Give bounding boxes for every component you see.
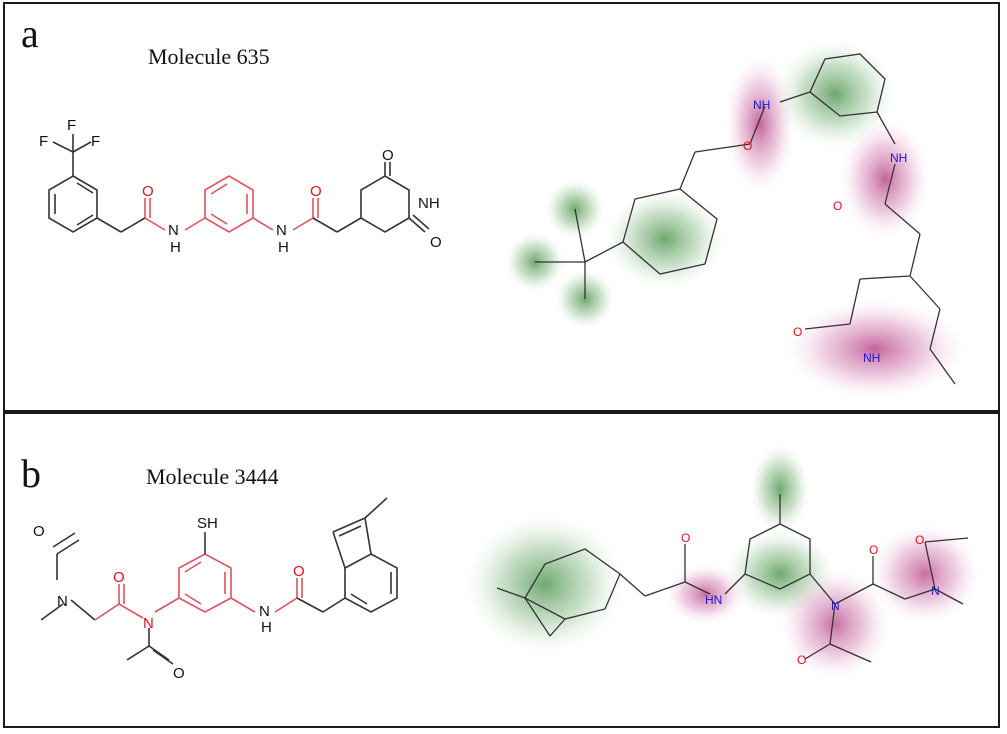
structure-2d-labels: SH O N O N O O N H <box>33 515 305 682</box>
atom-label: O <box>173 665 185 682</box>
structure-2d <box>48 134 430 233</box>
panel-a: a Molecule 635 <box>3 2 1000 412</box>
map-atom-label: O <box>793 325 802 339</box>
atom-label: N <box>276 222 287 239</box>
atom-label: O <box>33 523 45 540</box>
atom-label: N <box>259 603 270 620</box>
map-atom-label: O <box>681 531 690 545</box>
map-atom-label: O <box>915 533 924 547</box>
panel-letter: a <box>21 11 39 56</box>
panel-letter: b <box>21 451 41 496</box>
structure-2d-labels: F F F O N H O N H O NH O <box>39 117 442 256</box>
atom-label: O <box>310 183 322 200</box>
atom-label: H <box>278 239 289 256</box>
map-atom-label: HN <box>705 593 722 607</box>
panel-a-drawing: F F F O N H O N H O NH O <box>39 39 965 399</box>
molecule-title: Molecule 3444 <box>146 464 279 489</box>
atom-label: F <box>91 133 100 150</box>
map-atom-label: O <box>743 139 752 153</box>
map-atom-label: O <box>833 199 842 213</box>
panel-b: b Molecule 3444 <box>3 412 1000 728</box>
molecule-title: Molecule 635 <box>148 44 270 69</box>
atom-label: F <box>67 117 76 134</box>
atom-label: SH <box>197 515 218 532</box>
atom-label: NH <box>418 195 440 212</box>
atom-label: O <box>293 563 305 580</box>
atom-label: N <box>143 615 154 632</box>
map-atom-label: O <box>797 653 806 667</box>
atom-label: H <box>170 239 181 256</box>
map-atom-label: N <box>831 599 840 613</box>
atom-label: H <box>261 619 272 636</box>
map-atom-label: O <box>869 543 878 557</box>
panel-b-drawing: SH O N O N O O N H <box>33 444 980 682</box>
map-atom-label: N <box>931 584 940 598</box>
atom-label: N <box>57 593 68 610</box>
map-atom-label: NH <box>863 351 880 365</box>
atom-label: O <box>382 147 394 164</box>
structure-2d <box>40 497 398 665</box>
similarity-map: HN O N O O N O <box>465 444 980 679</box>
map-atom-label: NH <box>753 98 770 112</box>
atom-label: F <box>39 133 48 150</box>
atom-label: O <box>113 569 125 586</box>
map-atom-label: NH <box>890 151 907 165</box>
atom-label: N <box>168 222 179 239</box>
atom-label: O <box>142 183 154 200</box>
atom-label: O <box>430 234 442 251</box>
similarity-map: NH NH O O NH O <box>505 39 965 399</box>
